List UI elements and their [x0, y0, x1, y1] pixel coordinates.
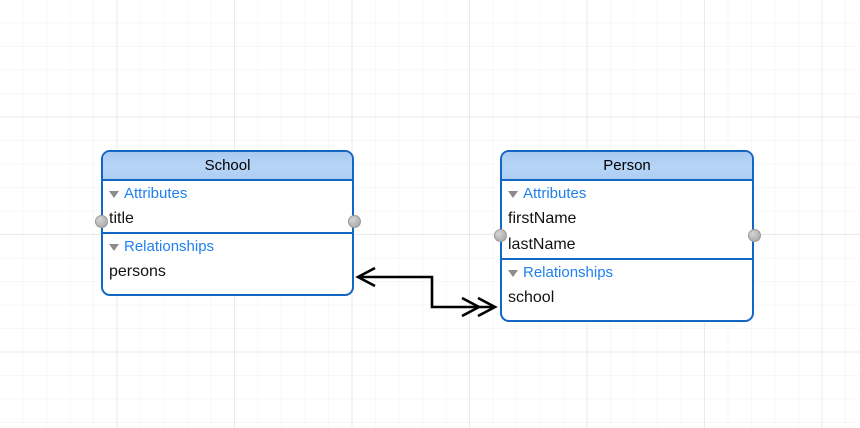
entity-school-title[interactable]: School — [103, 152, 352, 181]
entity-person[interactable]: Person Attributes firstName lastName Rel… — [500, 150, 754, 322]
triangle-down-icon[interactable] — [508, 191, 518, 198]
attribute-row-title[interactable]: title — [109, 210, 134, 227]
entity-person-title[interactable]: Person — [502, 152, 752, 181]
connector-line — [358, 275, 492, 309]
arrowhead-to-many-person-outer — [461, 296, 482, 318]
arrowhead-to-one-school — [355, 266, 376, 288]
attribute-row-lastname[interactable]: lastName — [508, 236, 576, 253]
entity-person-section-relationships[interactable]: Relationships — [502, 258, 752, 285]
relationship-row-school[interactable]: school — [508, 289, 555, 306]
entity-school-handle-left[interactable] — [95, 215, 108, 228]
relationship-row-persons[interactable]: persons — [109, 263, 166, 280]
entity-school-section-attributes[interactable]: Attributes — [103, 181, 352, 206]
section-label: Relationships — [523, 264, 614, 281]
entity-school-section-relationships[interactable]: Relationships — [103, 232, 352, 259]
triangle-down-icon[interactable] — [109, 191, 119, 198]
section-label: Attributes — [523, 185, 587, 202]
entity-school[interactable]: School Attributes title Relationships pe… — [101, 150, 354, 296]
entity-person-handle-right[interactable] — [748, 229, 761, 242]
triangle-down-icon[interactable] — [109, 244, 119, 251]
entity-school-handle-right[interactable] — [348, 215, 361, 228]
attribute-row-firstname[interactable]: firstName — [508, 210, 577, 227]
section-label: Attributes — [124, 185, 188, 202]
triangle-down-icon[interactable] — [508, 270, 518, 277]
section-label: Relationships — [124, 238, 215, 255]
entity-person-handle-left[interactable] — [494, 229, 507, 242]
entity-person-section-attributes[interactable]: Attributes — [502, 181, 752, 206]
arrowhead-to-many-person-inner — [477, 296, 498, 318]
